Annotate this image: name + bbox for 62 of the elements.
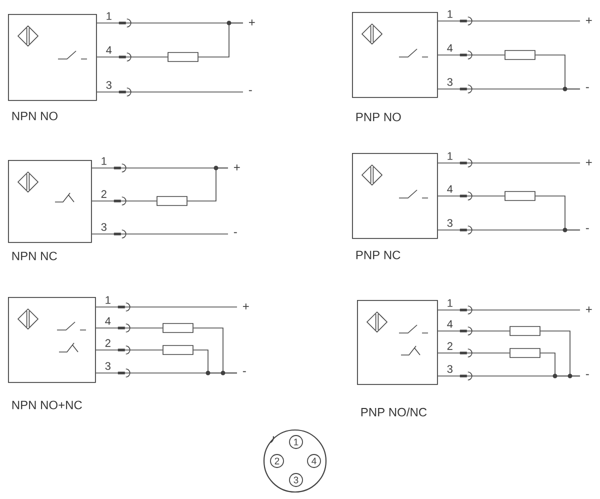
terminal-sign: +	[242, 304, 249, 310]
terminal-sign: +	[586, 160, 592, 166]
wire	[438, 88, 580, 90]
terminal-sign: +	[248, 20, 255, 26]
terminal-sign: +	[586, 306, 592, 312]
pin-number: 2	[104, 338, 112, 348]
pin-number: 2	[270, 454, 284, 468]
pin-number: 4	[446, 44, 454, 52]
pin-number: 1	[105, 12, 112, 20]
node-label: PNP NO/NC	[361, 408, 427, 416]
terminal-sign: -	[242, 371, 246, 372]
pin-number: 1	[446, 10, 454, 18]
node-label: NPN NC	[12, 252, 57, 260]
terminal-sign: -	[248, 90, 252, 92]
resistor	[162, 323, 194, 333]
pin-number: 3	[446, 218, 454, 228]
resistor	[510, 326, 540, 336]
pin-number: 3	[446, 78, 454, 86]
resistor	[156, 196, 188, 206]
pin-number: 2	[100, 190, 108, 198]
pin-number: 3	[104, 362, 112, 370]
resistor	[504, 50, 536, 60]
node-label: NPN NO	[12, 112, 58, 120]
pin-number: 3	[446, 364, 454, 374]
wire	[438, 162, 580, 164]
pin-number: 1	[104, 296, 112, 304]
node-label: PNP NO	[356, 112, 401, 122]
terminal-sign: -	[586, 374, 589, 376]
pin-number: 1	[100, 156, 108, 166]
pin-number: 4	[104, 316, 112, 326]
node-label: NPN NO+NC	[12, 400, 82, 410]
pin-number: 3	[105, 80, 112, 90]
terminal-sign: -	[586, 228, 589, 230]
pin-number: 2	[446, 342, 454, 350]
wire	[438, 54, 505, 56]
pin-number: 4	[446, 184, 454, 194]
wire	[198, 20, 244, 58]
terminal-sign: +	[586, 18, 592, 24]
pin-number: 4	[446, 320, 454, 328]
wire	[438, 20, 580, 22]
pin-number: 1	[446, 152, 454, 160]
resistor	[168, 52, 198, 62]
pin-number: 3	[100, 222, 108, 232]
pin-number: 4	[307, 454, 321, 468]
resistor	[510, 348, 540, 358]
wire	[96, 306, 238, 308]
pin-number: 1	[446, 298, 454, 308]
resistor	[504, 191, 536, 201]
terminal-sign: +	[234, 164, 240, 170]
pin-number: 4	[105, 46, 112, 54]
wire	[96, 56, 168, 58]
wire	[96, 372, 238, 374]
pin-number: 1	[289, 435, 303, 449]
wire	[92, 200, 157, 202]
wire	[187, 166, 228, 202]
wire	[438, 352, 510, 354]
terminal-sign: -	[234, 232, 237, 234]
wire	[438, 330, 510, 332]
resistor	[162, 345, 194, 355]
node-label: PNP NC	[356, 250, 400, 260]
pin-number: 3	[289, 473, 303, 487]
terminal-sign: -	[586, 87, 589, 88]
